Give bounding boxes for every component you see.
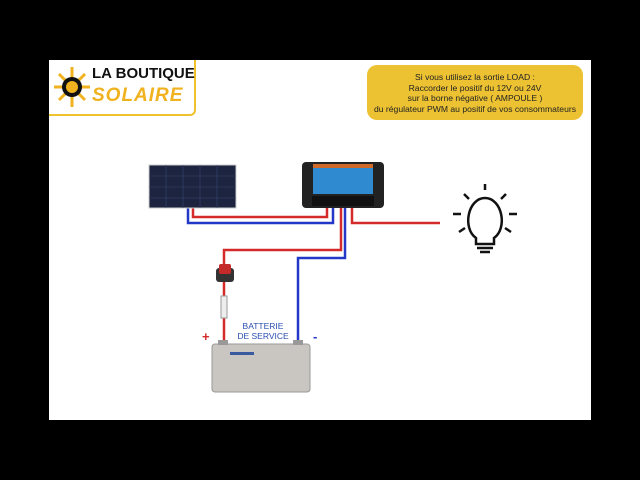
load-note: Si vous utilisez la sortie LOAD : Raccor… bbox=[367, 65, 583, 120]
fuse bbox=[220, 295, 228, 319]
diagram-canvas bbox=[49, 60, 591, 420]
light-bulb-icon bbox=[453, 184, 517, 254]
logo-line1: LA BOUTIQUE bbox=[92, 65, 195, 82]
battery-label-line2: DE SERVICE bbox=[237, 331, 289, 341]
battery-label: BATTERIE DE SERVICE bbox=[228, 321, 298, 341]
note-line: Raccorder le positif du 12V ou 24V bbox=[408, 82, 542, 93]
negative-terminal-label: - bbox=[313, 329, 318, 344]
solar-panel bbox=[148, 164, 237, 209]
logo: LA BOUTIQUE SOLAIRE bbox=[49, 60, 196, 116]
note-line: sur la borne négative ( AMPOULE ) bbox=[407, 93, 543, 103]
panel-positive-wire bbox=[191, 208, 329, 219]
battery-switch bbox=[216, 264, 234, 282]
load-positive-wire bbox=[350, 208, 440, 225]
pwm-charge-controller bbox=[302, 162, 384, 208]
logo-line2: SOLAIRE bbox=[92, 85, 184, 106]
battery-negative-wire bbox=[296, 208, 347, 345]
battery-label-line1: BATTERIE bbox=[242, 321, 284, 331]
sun-icon bbox=[54, 67, 90, 107]
battery-positive-wire bbox=[222, 208, 343, 340]
positive-terminal-label: + bbox=[202, 329, 210, 344]
note-line: Si vous utilisez la sortie LOAD : bbox=[415, 72, 535, 82]
panel-negative-wire bbox=[186, 208, 335, 225]
note-line: du régulateur PWM au positif de vos cons… bbox=[373, 103, 577, 114]
battery bbox=[211, 340, 311, 393]
